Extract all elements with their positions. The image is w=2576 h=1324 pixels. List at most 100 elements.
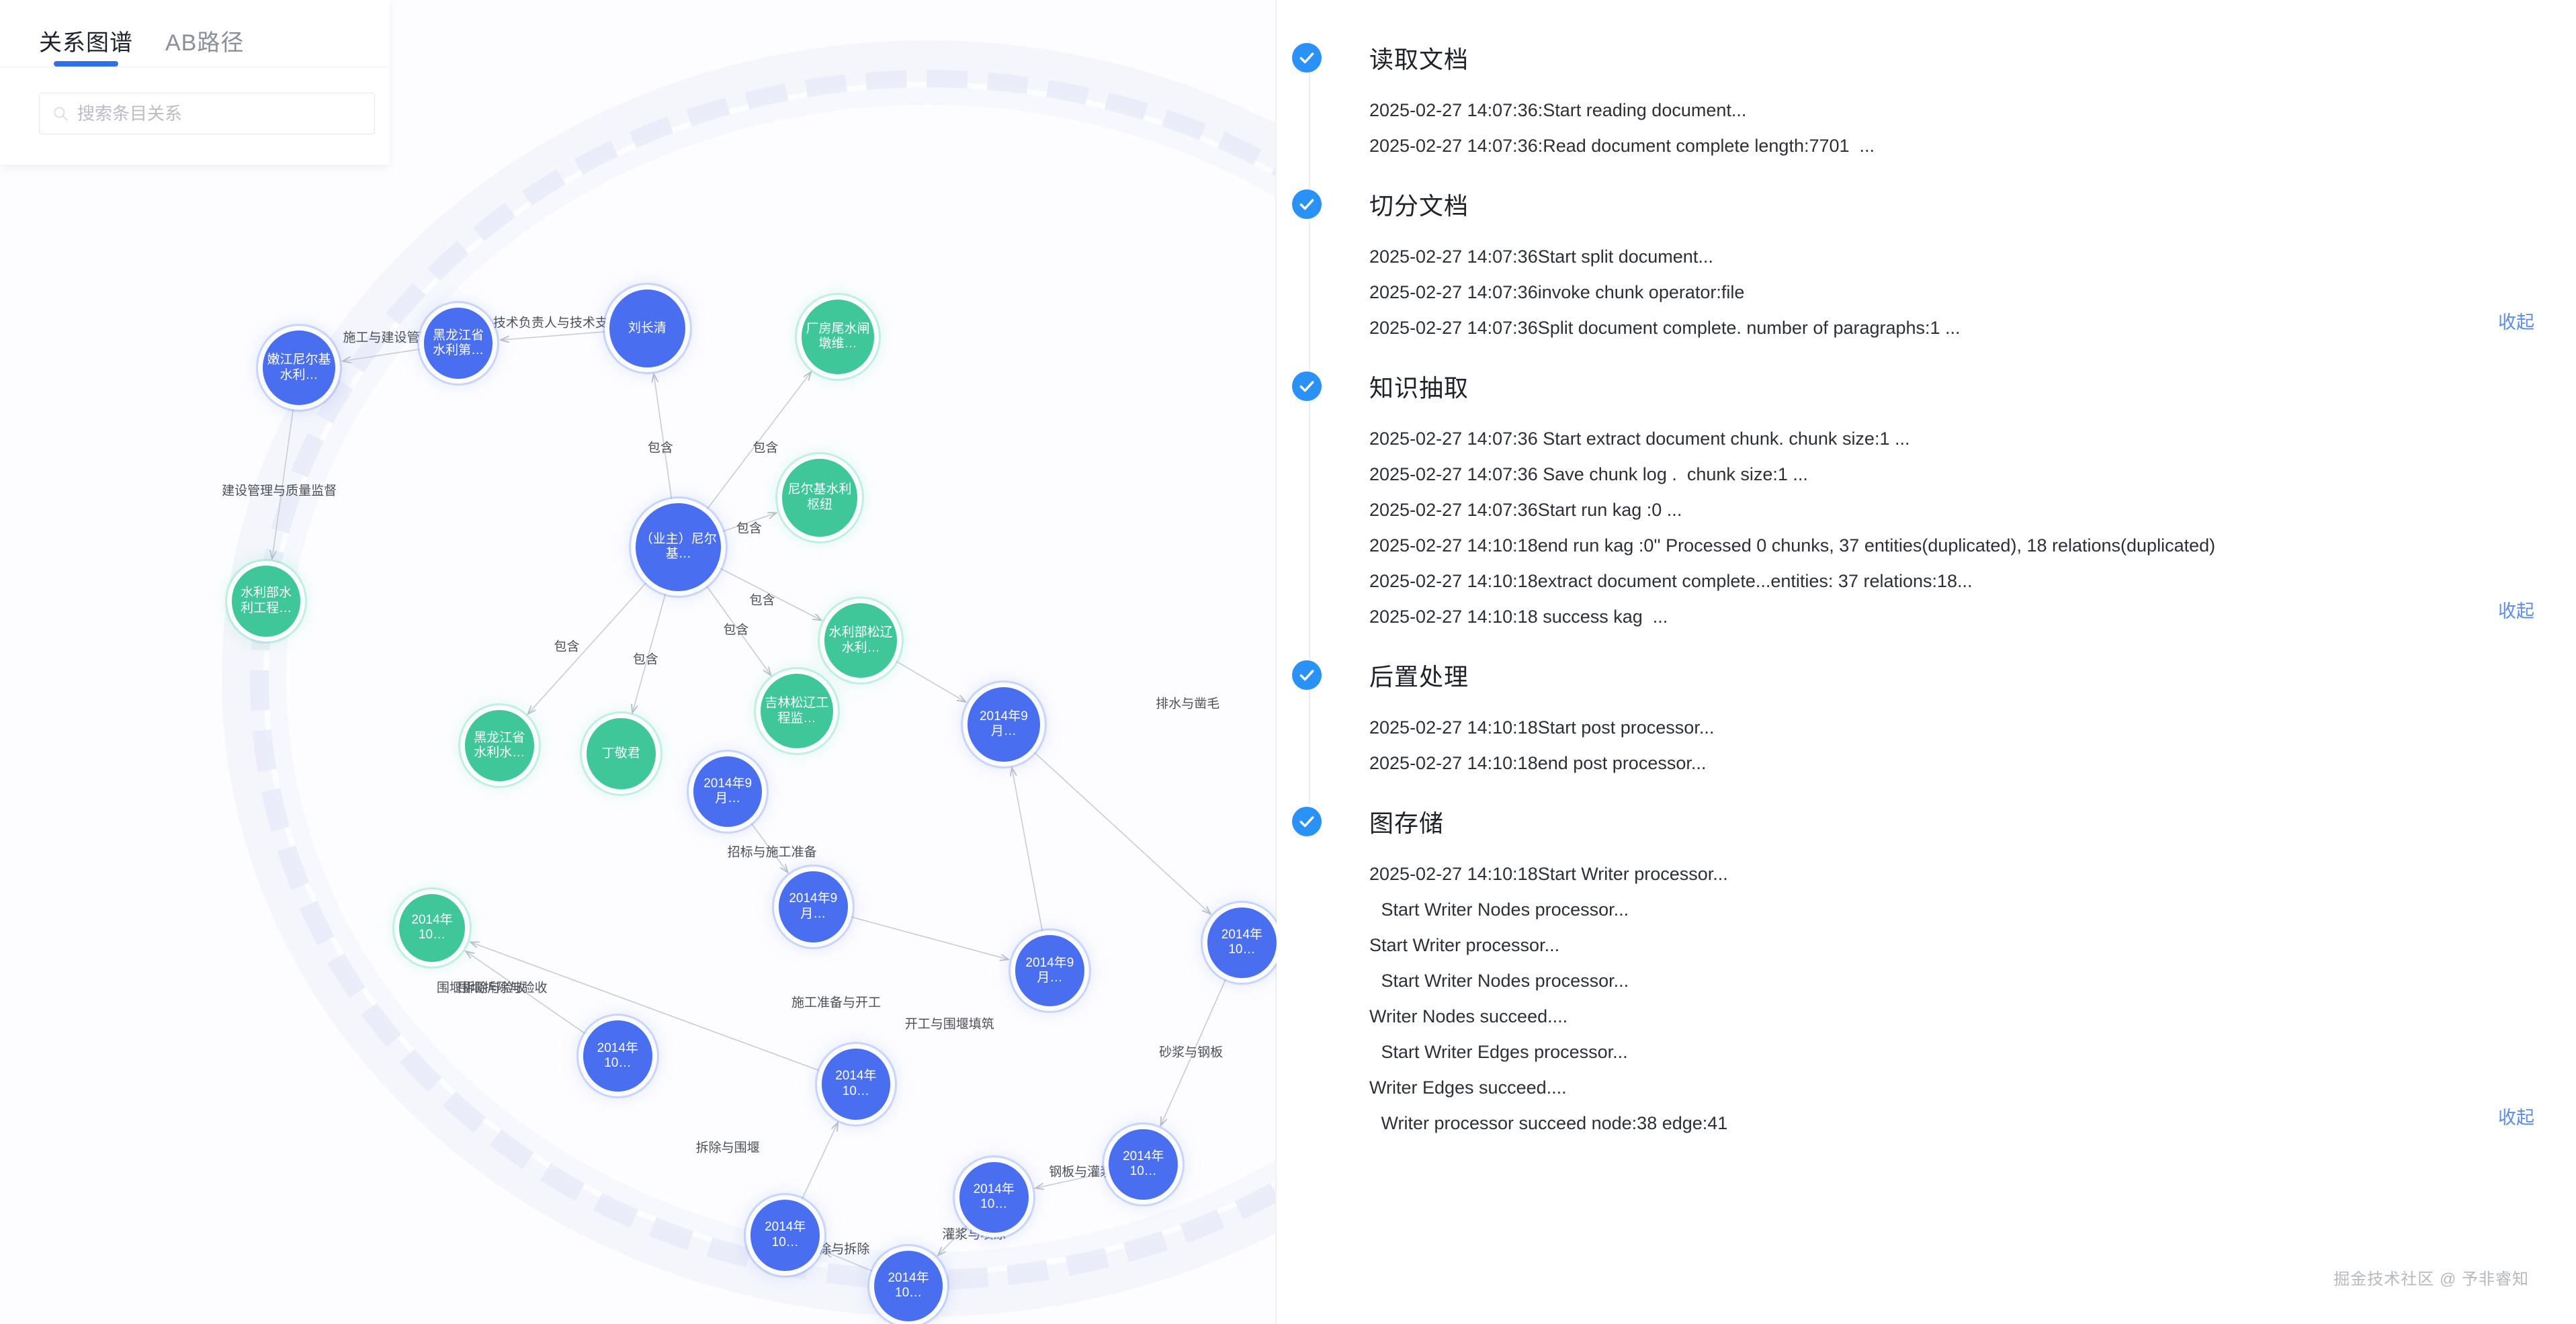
graph-node[interactable]: 尼尔基水利枢纽 (781, 458, 858, 537)
relation-graph-canvas[interactable]: 嫩江尼尔基水利… 黑龙江省水利第… 刘长清 厂房尾水闸墩维… 尼尔基水利枢纽 （业主）尼尔… (0, 0, 1277, 1324)
graph-node[interactable]: 黑龙江省水利第… (423, 308, 493, 379)
pipeline-stage: 后置处理 2025-02-27 14:10:18Start post proces… (1292, 658, 2576, 804)
graph-edge (632, 590, 667, 713)
graph-node[interactable]: 2014年10… (959, 1161, 1029, 1233)
graph-edge-label: 建设管理与质量监督 (222, 484, 337, 498)
pipeline-stage-header[interactable]: 知识抽取 (1292, 369, 2576, 404)
log-line: 2025-02-27 14:10:18Start post processor.… (1369, 717, 1715, 738)
graph-node[interactable]: 丁敬君 (586, 718, 656, 790)
graph-node[interactable]: 水利部松辽水利… (824, 603, 897, 678)
graph-edge (800, 1122, 838, 1202)
pipeline-stage-header[interactable]: 图存储 (1292, 804, 2576, 839)
graph-node[interactable]: 刘长清 (609, 290, 685, 367)
graph-node-label: 2014年10… (835, 1069, 877, 1098)
log-line: 2025-02-27 14:07:36 Start extract docume… (1369, 429, 1910, 449)
log-line: Start Writer Nodes processor... (1376, 971, 1629, 991)
pipeline-stage-body: 2025-02-27 14:07:36:Start reading docume… (1369, 93, 2576, 187)
graph-node[interactable]: 嫩江尼尔基水利… (263, 330, 335, 406)
graph-edge-label: 招标与施工准备 (727, 845, 817, 859)
graph-edge-label: 围堰拆除与验收 (436, 981, 526, 996)
graph-node[interactable]: 吉林松辽工程监… (761, 674, 833, 749)
graph-node[interactable]: 2014年9月… (1015, 935, 1084, 1006)
tab-ab-path[interactable]: AB路径 (165, 30, 245, 56)
collapse-link[interactable]: 收起 (2498, 601, 2534, 621)
graph-node-label: 2014年10… (765, 1220, 806, 1249)
collapse-link[interactable]: 收起 (2498, 312, 2534, 333)
pipeline-stage-header[interactable]: 后置处理 (1292, 658, 2576, 693)
graph-node-label: 2014年10… (597, 1041, 638, 1071)
log-line: 2025-02-27 14:07:36:Start reading docume… (1369, 100, 1747, 120)
graph-edge (721, 513, 777, 533)
graph-edge-label: 包含 (736, 521, 762, 536)
log-line: 2025-02-27 14:07:36Split document comple… (1369, 318, 1961, 338)
graph-node[interactable]: 2014年10… (750, 1199, 820, 1271)
log-line: 2025-02-27 14:10:18end run kag :0'' Proc… (1369, 535, 2216, 556)
graph-node-label: 黑龙江省水利第… (433, 328, 484, 357)
pipeline-stage-title: 图存储 (1369, 809, 1445, 837)
check-circle-icon (1292, 371, 1322, 401)
search-icon (52, 105, 69, 122)
check-circle-icon (1292, 660, 1322, 690)
graph-node-label: 2014年10… (888, 1271, 929, 1300)
graph-edge (470, 942, 822, 1072)
panel-divider (1275, 0, 1277, 1324)
graph-node-label: 2014年9月… (703, 777, 753, 806)
graph-edge (343, 348, 422, 361)
graph-edge (718, 567, 822, 620)
graph-edge-label: 包含 (632, 652, 658, 667)
graph-node[interactable]: 2014年9月… (693, 756, 763, 828)
graph-edge (1160, 976, 1228, 1126)
check-circle-icon (1292, 43, 1322, 73)
pipeline-stage-header[interactable]: 读取文档 (1292, 40, 2576, 75)
graph-node[interactable]: 2014年10… (821, 1048, 891, 1120)
graph-node[interactable]: （业主）尼尔基… (636, 502, 722, 591)
graph-node-label: 2014年10… (973, 1182, 1015, 1212)
pipeline-stage-title: 读取文档 (1369, 46, 1469, 73)
pipeline-stage-list: 读取文档 2025-02-27 14:07:36:Start reading do… (1277, 40, 2576, 1164)
graph-node[interactable]: 水利部水利工程… (231, 565, 301, 637)
pipeline-stage-header[interactable]: 切分文档 (1292, 187, 2576, 222)
tab-relation-graph[interactable]: 关系图谱 (39, 32, 133, 67)
check-circle-icon (1292, 189, 1322, 219)
log-line: 2025-02-27 14:07:36:Read document comple… (1369, 136, 1875, 156)
log-line: 2025-02-27 14:07:36invoke chunk operator… (1369, 282, 1745, 302)
graph-node[interactable]: 2014年10… (583, 1020, 652, 1092)
graph-node-label: 黑龙江省水利水… (474, 730, 525, 760)
graph-edge-label: 围堰拆除与验收 (458, 981, 548, 996)
pipeline-stage: 读取文档 2025-02-27 14:07:36:Start reading do… (1292, 40, 2576, 187)
graph-edge-label: 排水与凿毛 (1156, 697, 1220, 711)
graph-edge-label: 包含 (749, 593, 775, 608)
collapse-link[interactable]: 收起 (2498, 1108, 2534, 1128)
log-line: Writer Edges succeed.... (1369, 1077, 1567, 1098)
graph-node[interactable]: 2014年10… (1207, 907, 1277, 979)
graph-node[interactable]: 2014年9月… (778, 871, 848, 942)
log-line: 2025-02-27 14:07:36 Save chunk log . chu… (1369, 464, 1808, 484)
pipeline-stage-body: 2025-02-27 14:10:18Start post processor.… (1369, 710, 2576, 804)
pipeline-stage-body: 2025-02-27 14:07:36 Start extract docume… (1369, 421, 2576, 658)
graph-node[interactable]: 厂房尾水闸墩维… (802, 299, 874, 374)
search-box[interactable] (39, 93, 375, 134)
graph-node-label: 2014年10… (411, 913, 453, 942)
graph-node-label: 2014年9月… (789, 891, 838, 921)
graph-node[interactable]: 2014年9月… (968, 687, 1040, 762)
graph-edge (466, 951, 588, 1036)
graph-edge (501, 330, 607, 340)
graph-edge-label: 钢板与灌浆 (1049, 1165, 1113, 1180)
graph-node-label: 厂房尾水闸墩维… (806, 321, 870, 351)
log-line: 2025-02-27 14:10:18extract document comp… (1369, 571, 1973, 591)
graph-node-label: 刘长清 (628, 320, 667, 335)
graph-edge-label: 包含 (554, 639, 580, 654)
pipeline-stage-body: 2025-02-27 14:10:18Start Writer processo… (1369, 856, 2576, 1164)
log-line: 2025-02-27 14:10:18Start Writer processo… (1369, 864, 1728, 884)
pipeline-stage: 知识抽取 2025-02-27 14:07:36 Start extract do… (1292, 369, 2576, 658)
graph-node[interactable]: 2014年10… (1109, 1129, 1178, 1200)
graph-node[interactable]: 2014年10… (399, 894, 465, 962)
graph-node-label: 水利部松辽水利… (828, 625, 893, 655)
graph-edge-label: 包含 (753, 441, 779, 455)
graph-edge-label: 拆除与围堰 (695, 1141, 760, 1155)
graph-node[interactable]: 2014年10… (873, 1250, 943, 1322)
pipeline-stage-title: 后置处理 (1369, 663, 1469, 691)
graph-node[interactable]: 黑龙江省水利水… (464, 710, 534, 781)
graph-edge (1012, 768, 1043, 934)
search-input[interactable] (77, 103, 362, 124)
